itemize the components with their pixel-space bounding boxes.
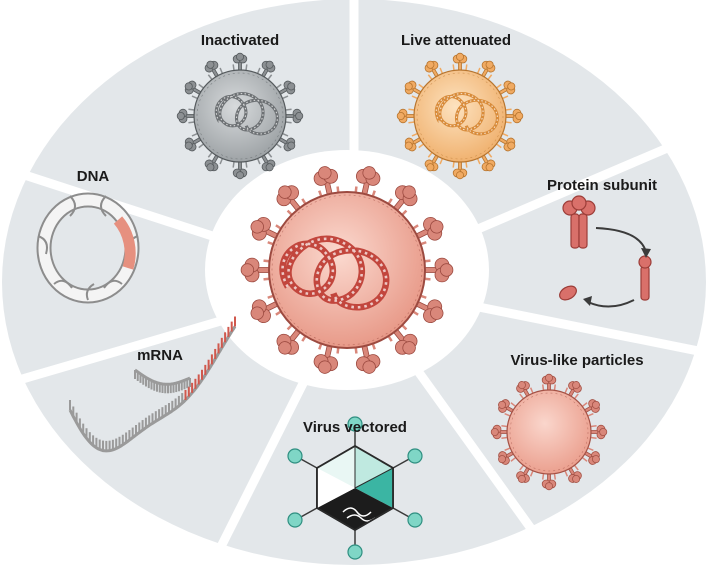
attenuated-virus-icon <box>396 52 524 180</box>
spike-protein <box>313 166 339 195</box>
spike-protein <box>424 60 439 78</box>
spike-protein <box>313 345 339 374</box>
viral-vector-icon <box>287 416 423 560</box>
spike-protein <box>452 161 468 180</box>
label-protein-subunit: Protein subunit <box>547 177 657 194</box>
inactivated-virus-icon <box>176 52 304 180</box>
segment-separators <box>5 0 707 560</box>
spike-protein <box>505 108 524 124</box>
spike-protein <box>232 161 248 180</box>
spike-protein <box>285 108 304 124</box>
mrna-strand-icon <box>68 316 237 453</box>
label-mrna: mRNA <box>137 347 183 364</box>
spike-protein <box>452 52 468 71</box>
spike-protein <box>415 216 444 241</box>
spike-protein <box>498 80 516 95</box>
protein-subunit-icon <box>559 195 652 308</box>
spike-protein <box>204 60 219 78</box>
spike-protein <box>424 154 439 172</box>
spike-protein <box>516 467 530 483</box>
spike-protein <box>184 80 202 95</box>
spike-protein <box>568 381 582 397</box>
label-dna: DNA <box>77 168 110 185</box>
spike-protein <box>424 257 454 283</box>
spike-protein <box>204 154 219 172</box>
virus-like-particle-icon <box>490 373 608 491</box>
spike-protein <box>541 373 557 391</box>
spike-protein <box>232 52 248 71</box>
spike-protein <box>278 80 296 95</box>
spike-protein <box>176 108 195 124</box>
spike-protein <box>498 399 514 413</box>
spike-protein <box>568 467 582 483</box>
spike-protein <box>498 451 514 465</box>
spike-protein <box>276 185 301 212</box>
spike-protein <box>396 108 415 124</box>
spike-protein <box>393 328 418 355</box>
label-virus-like-particles: Virus-like particles <box>510 352 643 369</box>
label-live-attenuated: Live attenuated <box>401 32 511 49</box>
dna-plasmid-icon <box>36 192 140 304</box>
spike-protein <box>584 451 600 465</box>
spike-protein <box>276 328 301 355</box>
spike-protein <box>584 399 600 413</box>
spike-protein <box>278 137 296 152</box>
spike-protein <box>516 381 530 397</box>
spike-protein <box>404 80 422 95</box>
spike-protein <box>415 299 444 324</box>
label-inactivated: Inactivated <box>201 32 279 49</box>
spike-protein <box>541 473 557 491</box>
spike-protein <box>184 137 202 152</box>
spike-protein <box>481 60 496 78</box>
spike-protein <box>240 257 270 283</box>
spike-protein <box>250 299 279 324</box>
spike-protein <box>355 166 381 195</box>
spike-protein <box>490 424 508 440</box>
spike-protein <box>481 154 496 172</box>
spike-protein <box>498 137 516 152</box>
label-virus-vectored: Virus vectored <box>303 419 407 436</box>
spike-protein <box>590 424 608 440</box>
coronavirus-icon <box>240 166 454 374</box>
spike-protein <box>355 345 381 374</box>
